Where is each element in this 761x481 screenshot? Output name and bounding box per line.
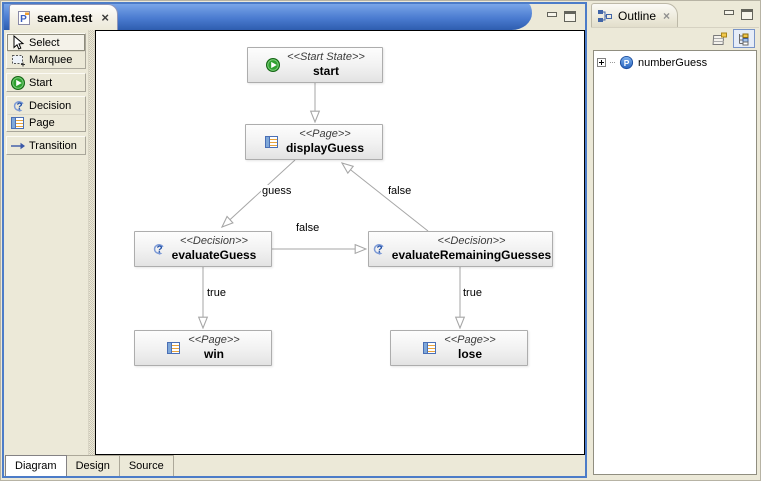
svg-text:?: ? xyxy=(16,101,22,112)
node-name: lose xyxy=(457,347,482,362)
node-stereotype: <<Decision>> xyxy=(180,234,248,247)
node-stereotype: <<Decision>> xyxy=(437,234,506,247)
cursor-icon xyxy=(10,34,26,51)
editor-part: P seam.test × xyxy=(2,2,587,478)
outline-header: Outline × xyxy=(591,3,759,27)
diagram-node-displayGuess[interactable]: <<Page>> displayGuess xyxy=(245,124,383,160)
decision-icon: ? xyxy=(150,241,166,257)
palette-item-marquee[interactable]: Marquee xyxy=(7,51,85,68)
marquee-icon xyxy=(10,52,26,68)
node-stereotype: <<Page>> xyxy=(444,333,496,346)
edge-label-true-left[interactable]: true xyxy=(206,287,227,299)
transition-guess[interactable] xyxy=(222,159,296,227)
edge-label-false-mid[interactable]: false xyxy=(295,222,321,234)
tab-source[interactable]: Source xyxy=(119,455,174,476)
palette-item-page[interactable]: Page xyxy=(7,114,85,131)
minimize-icon[interactable] xyxy=(724,10,734,15)
transition-icon xyxy=(10,138,26,154)
editor-mode-tabs: Diagram Design Source xyxy=(4,455,585,476)
edge-label-true-right[interactable]: true xyxy=(462,287,483,299)
tree-mode-button[interactable] xyxy=(733,29,755,48)
diagram-node-start[interactable]: <<Start State>> start xyxy=(247,47,383,83)
outline-tab[interactable]: Outline × xyxy=(591,3,679,27)
node-name: displayGuess xyxy=(285,141,365,156)
palette-group-nodes: ? Decision xyxy=(6,96,86,132)
tab-close-icon[interactable]: × xyxy=(101,10,109,25)
tree-item-numberGuess[interactable]: P numberGuess xyxy=(597,55,753,70)
edge-label-false-up[interactable]: false xyxy=(387,185,413,197)
svg-text:?: ? xyxy=(156,245,162,256)
maximize-icon[interactable] xyxy=(564,11,576,22)
node-stereotype: <<Page>> xyxy=(299,127,351,140)
outline-title: Outline xyxy=(618,8,657,23)
tree-view-icon xyxy=(739,33,749,45)
tab-diagram[interactable]: Diagram xyxy=(5,455,67,476)
transition-false-up[interactable] xyxy=(342,163,429,232)
outline-tree[interactable]: P numberGuess xyxy=(593,50,757,475)
overview-mode-button[interactable] xyxy=(709,29,731,48)
tool-palette: Select Marquee xyxy=(4,30,88,455)
palette-item-select[interactable]: Select xyxy=(7,34,85,51)
palette-group-transition: Transition xyxy=(6,136,86,155)
outline-view: Outline × xyxy=(591,3,759,477)
palette-item-label: Select xyxy=(29,36,60,49)
expand-plus-icon[interactable] xyxy=(597,58,606,67)
node-name: win xyxy=(203,347,224,362)
svg-text:?: ? xyxy=(376,245,382,256)
editor-tab-bar: P seam.test × xyxy=(4,4,585,30)
diagram-canvas[interactable]: <<Start State>> start xyxy=(95,30,585,455)
tab-design[interactable]: Design xyxy=(66,455,120,476)
palette-item-label: Start xyxy=(29,76,53,89)
diagram-edges xyxy=(96,83,583,453)
palette-item-transition[interactable]: Transition xyxy=(7,137,85,154)
outline-view-icon xyxy=(597,8,613,24)
outline-toolbar xyxy=(591,27,759,49)
maximize-icon[interactable] xyxy=(741,9,753,20)
node-name: evaluateRemainingGuesses xyxy=(391,248,552,263)
editor-tab-seam-test[interactable]: P seam.test × xyxy=(9,4,118,30)
minimize-icon[interactable] xyxy=(547,12,557,17)
node-stereotype: <<Start State>> xyxy=(287,50,365,63)
start-icon xyxy=(10,75,26,91)
palette-item-label: Decision xyxy=(29,99,72,112)
overview-icon xyxy=(712,32,727,45)
page-icon xyxy=(422,340,438,356)
page-icon xyxy=(10,115,26,131)
tree-connector xyxy=(610,62,615,63)
palette-item-decision[interactable]: ? Decision xyxy=(7,97,85,114)
node-name: start xyxy=(312,64,339,79)
palette-item-start[interactable]: Start xyxy=(7,74,85,91)
palette-resize-handle[interactable] xyxy=(88,30,95,455)
page-icon xyxy=(166,340,182,356)
diagram-node-evaluateRemainingGuesses[interactable]: ? <<Decision>> evaluateRemainingGuesses xyxy=(368,231,553,267)
edge-label-guess[interactable]: guess xyxy=(261,185,293,197)
diagram-node-win[interactable]: <<Page>> win xyxy=(134,330,272,366)
node-name: evaluateGuess xyxy=(171,248,257,263)
palette-item-label: Marquee xyxy=(29,53,73,66)
tree-item-label: numberGuess xyxy=(638,56,708,69)
outline-close-icon[interactable]: × xyxy=(663,8,671,23)
palette-item-label: Page xyxy=(29,116,55,129)
decision-icon: ? xyxy=(10,98,26,114)
diagram-node-evaluateGuess[interactable]: ? <<Decision>> evaluateGuess xyxy=(134,231,272,267)
page-icon xyxy=(264,134,280,150)
palette-group-selection: Select Marquee xyxy=(6,33,86,69)
diagram-node-lose[interactable]: <<Page>> lose xyxy=(390,330,528,366)
svg-text:P: P xyxy=(20,14,27,25)
pageflow-file-icon: P xyxy=(16,10,32,26)
decision-icon: ? xyxy=(370,241,386,257)
node-stereotype: <<Page>> xyxy=(188,333,240,346)
pageflow-icon: P xyxy=(619,55,634,70)
palette-group-start: Start xyxy=(6,73,86,92)
editor-tab-title: seam.test xyxy=(37,10,93,25)
palette-item-label: Transition xyxy=(29,139,77,152)
svg-text:P: P xyxy=(624,58,630,68)
start-icon xyxy=(265,57,281,73)
